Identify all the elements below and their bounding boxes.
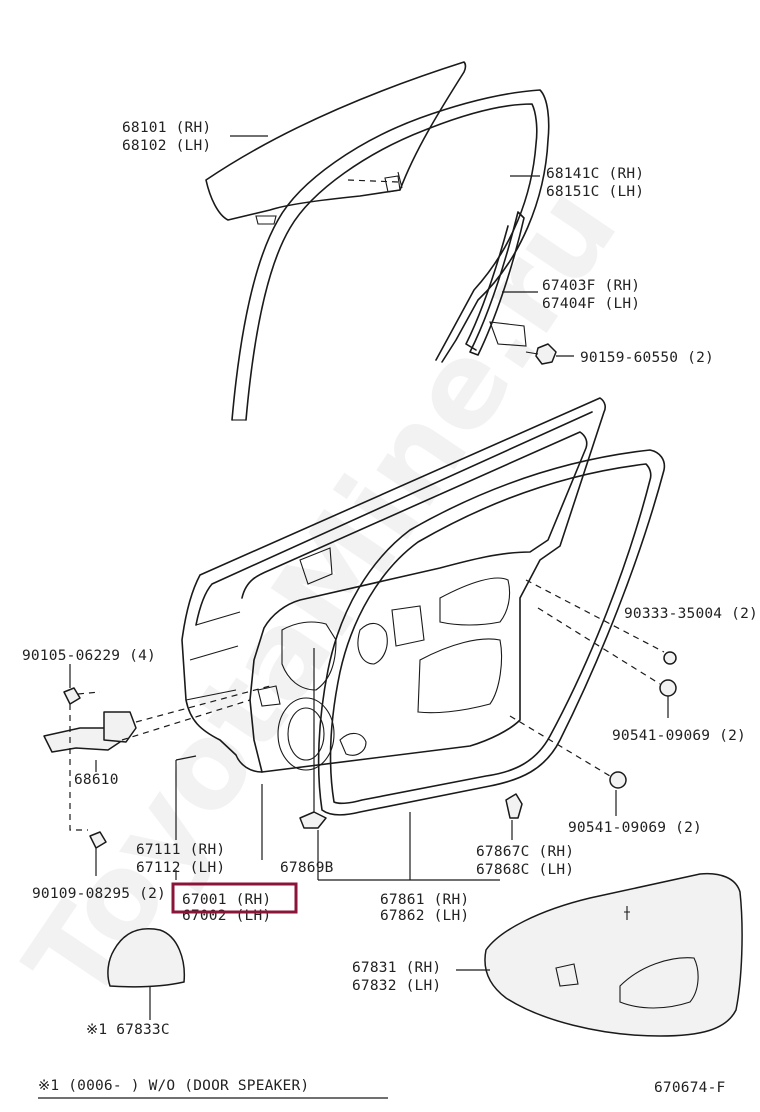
dashed-leaders: [69, 179, 665, 831]
label-68101[interactable]: 68101 (RH): [122, 120, 211, 136]
footnote: ※1 (0006- ) W/O (DOOR SPEAKER): [38, 1078, 309, 1094]
door-shell[interactable]: [181, 397, 606, 773]
diagram-code: 670674-F: [654, 1080, 725, 1096]
door-check-icon: [43, 687, 137, 849]
label-90109-08295[interactable]: 90109-08295 (2): [32, 886, 166, 902]
label-90541-09069-a[interactable]: 90541-09069 (2): [612, 728, 746, 744]
label-67869b[interactable]: 67869B: [280, 860, 334, 876]
bolt-icon: [525, 343, 557, 365]
label-90541-09069-b[interactable]: 90541-09069 (2): [568, 820, 702, 836]
plug-icon: [609, 651, 677, 789]
door-weatherstrip[interactable]: [317, 449, 666, 816]
label-68151c[interactable]: 68151C (LH): [546, 184, 644, 200]
label-67862[interactable]: 67862 (LH): [380, 908, 469, 924]
label-68102[interactable]: 68102 (LH): [122, 138, 211, 154]
clip-icon: [505, 793, 523, 819]
label-67112[interactable]: 67112 (LH): [136, 860, 225, 876]
label-67831[interactable]: 67831 (RH): [352, 960, 441, 976]
label-67002[interactable]: 67002 (LH): [182, 908, 271, 924]
label-90105-06229[interactable]: 90105-06229 (4): [22, 648, 156, 664]
label-90333-35004[interactable]: 90333-35004 (2): [624, 606, 758, 622]
label-90159-60550[interactable]: 90159-60550 (2): [580, 350, 714, 366]
label-67001[interactable]: 67001 (RH): [182, 892, 271, 908]
label-67832[interactable]: 67832 (LH): [352, 978, 441, 994]
part-labels: 68101 (RH) 68102 (LH) 68141C (RH) 68151C…: [22, 120, 758, 1038]
clip-icon: [299, 648, 327, 829]
door-trim-panel[interactable]: [484, 872, 743, 1037]
glass-run[interactable]: [231, 89, 550, 421]
label-67861[interactable]: 67861 (RH): [380, 892, 469, 908]
label-67868c[interactable]: 67868C (LH): [476, 862, 574, 878]
label-68141c[interactable]: 68141C (RH): [546, 166, 644, 182]
leader-lines: [69, 135, 669, 1020]
label-67404f[interactable]: 67404F (LH): [542, 296, 640, 312]
speaker-cover[interactable]: [107, 928, 186, 988]
division-channel[interactable]: [465, 211, 527, 356]
label-67111[interactable]: 67111 (RH): [136, 842, 225, 858]
label-67867c[interactable]: 67867C (RH): [476, 844, 574, 860]
label-68610[interactable]: 68610: [74, 772, 119, 788]
window-glass[interactable]: [205, 61, 467, 225]
label-67833c[interactable]: ※1 67833C: [86, 1022, 170, 1038]
highlight-box: [171, 882, 298, 914]
label-67403f[interactable]: 67403F (RH): [542, 278, 640, 294]
